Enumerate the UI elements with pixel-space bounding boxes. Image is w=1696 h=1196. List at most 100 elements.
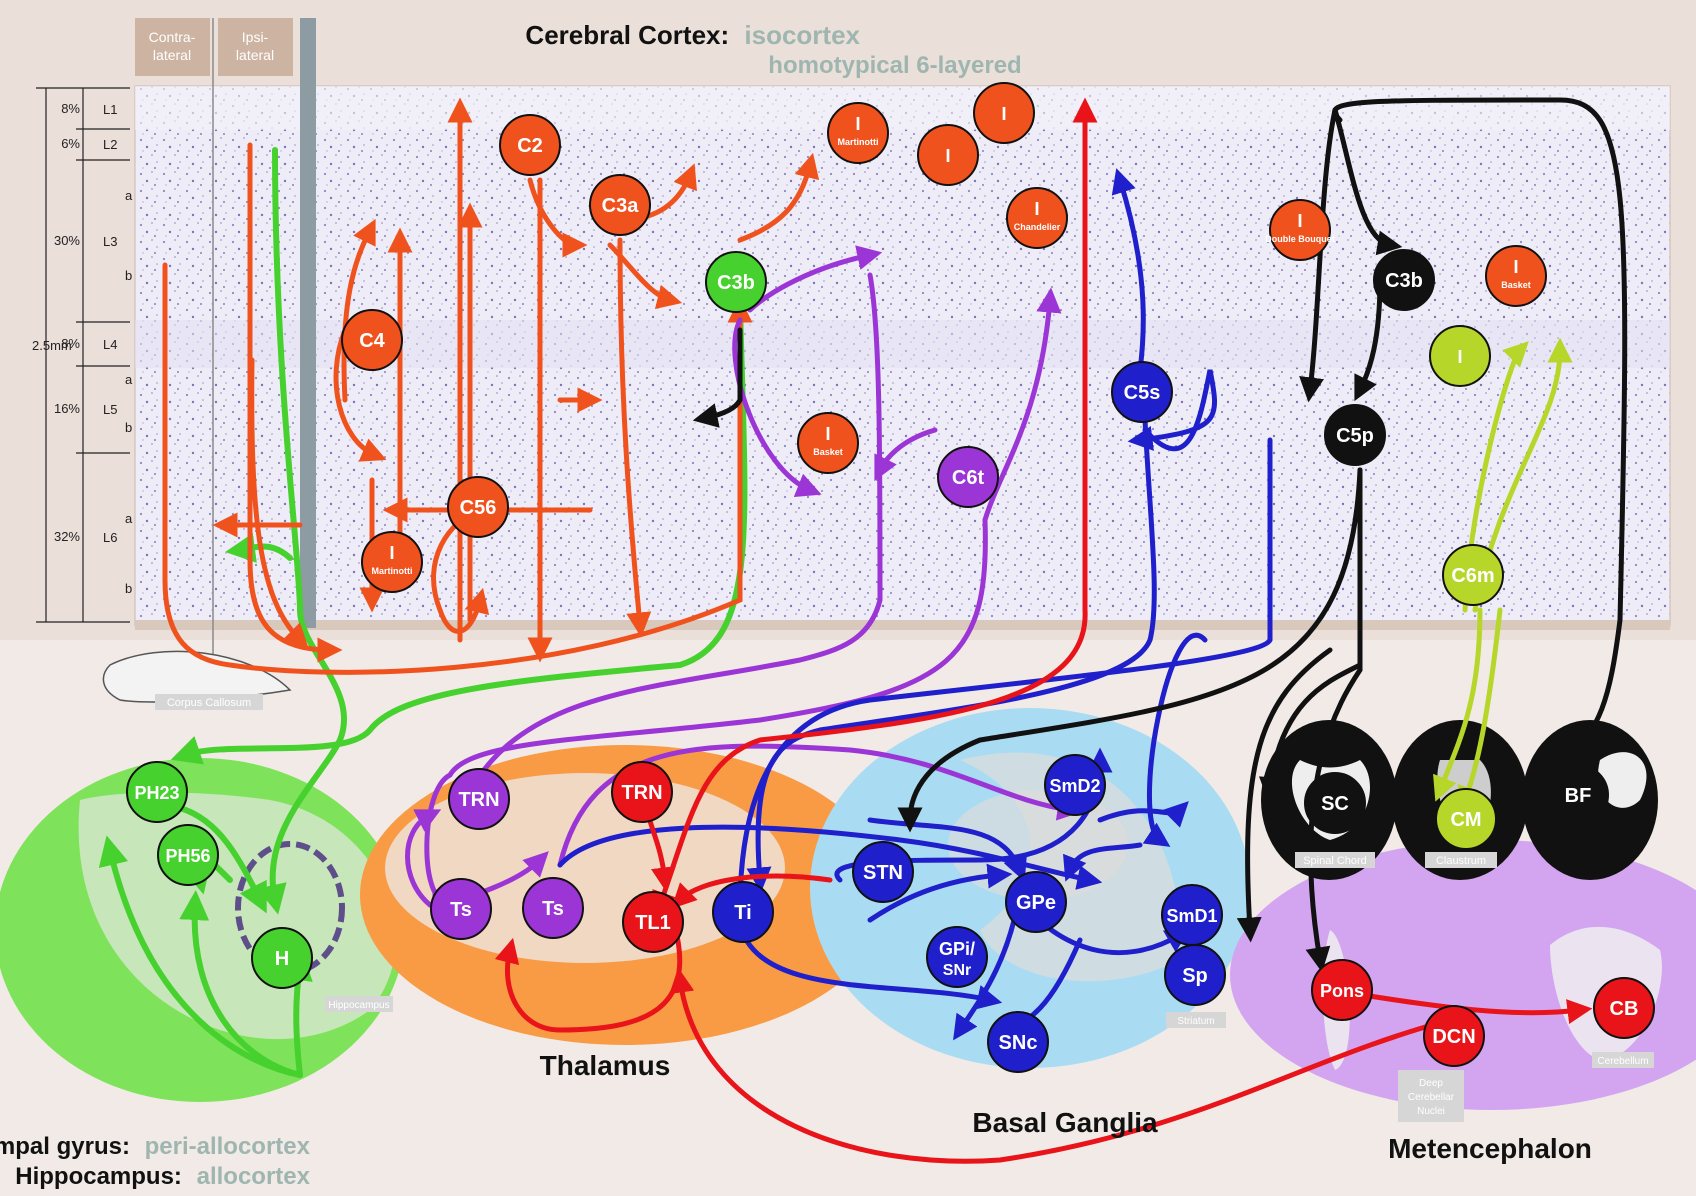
node-label: Ti xyxy=(734,902,751,924)
node-label: STN xyxy=(863,862,903,884)
contralateral-label-1: Contra- xyxy=(149,29,196,45)
node-smd1: SmD1 xyxy=(1161,884,1223,946)
node-circle xyxy=(917,124,979,186)
node-circle xyxy=(126,761,188,823)
corpus-callosum-caption: Corpus Callosum xyxy=(167,697,251,709)
node-label: PH56 xyxy=(165,846,210,866)
node-c4: C4 xyxy=(341,309,403,371)
node-i-l1-b: I xyxy=(917,124,979,186)
layer-percent: 30% xyxy=(54,233,80,248)
node-label: C2 xyxy=(517,135,543,157)
node-label: C3b xyxy=(717,272,755,294)
node-label: I xyxy=(1001,104,1006,124)
layer-sublayer: a xyxy=(125,188,133,203)
red-pathway-5 xyxy=(494,907,683,1033)
node-label: C4 xyxy=(359,330,385,352)
blue-pathway-13 xyxy=(557,824,1103,890)
node-circle xyxy=(987,1011,1049,1073)
node-circle xyxy=(1547,764,1609,826)
node-ts-1: Ts xyxy=(430,878,492,940)
cortex-barrier xyxy=(300,18,316,628)
node-c5p: C5p xyxy=(1324,404,1386,466)
node-circle xyxy=(611,761,673,823)
red-pathways xyxy=(494,97,1593,1164)
node-circle xyxy=(1006,187,1068,249)
node-circle xyxy=(797,412,859,474)
node-circle xyxy=(973,82,1035,144)
purple-pathway-9 xyxy=(557,743,1083,868)
node-i-l1-a: I xyxy=(973,82,1035,144)
lime-pathway-1 xyxy=(1433,607,1483,802)
node-label: C6m xyxy=(1451,565,1494,587)
node-sublabel: Double Bouquet xyxy=(1265,234,1335,244)
blue-pathway-5 xyxy=(1142,633,1208,847)
node-i-basket-right: I Basket xyxy=(1485,245,1547,307)
corpus-callosum-tag xyxy=(155,694,263,710)
node-label: I xyxy=(1513,257,1518,277)
orange-pathway-14 xyxy=(341,218,376,403)
layer-1-band xyxy=(135,86,1670,130)
node-label: TRN xyxy=(621,782,662,804)
node-circle xyxy=(926,926,988,988)
node-circle xyxy=(1485,245,1547,307)
node-label: C3a xyxy=(602,195,640,217)
node-h: H xyxy=(251,927,313,989)
node-sublabel: Basket xyxy=(1501,280,1531,290)
node-label: H xyxy=(275,948,289,970)
orange-pathway-13 xyxy=(333,327,387,462)
node-circle xyxy=(1593,977,1655,1039)
black-pathway-4 xyxy=(1332,107,1403,256)
black-pathway-1 xyxy=(692,327,743,428)
node-circle xyxy=(1005,871,1067,933)
node-label: SmD1 xyxy=(1166,906,1217,926)
node-circle xyxy=(852,841,914,903)
cortex-title: Cerebral Cortex: isocortex xyxy=(525,20,860,50)
node-label: DCN xyxy=(1432,1026,1475,1048)
striatum-tag xyxy=(1166,1012,1226,1028)
green-pathway-8 xyxy=(177,805,267,914)
spinal-chord-tag xyxy=(1295,852,1375,868)
ipsilateral-label-2: lateral xyxy=(236,47,274,63)
node-label: Sp xyxy=(1182,965,1208,987)
node-circle xyxy=(447,476,509,538)
node-circle xyxy=(157,824,219,886)
hippocampus-label: Hippocampus: allocortex xyxy=(15,1163,310,1190)
node-label: Ts xyxy=(542,898,564,920)
node-ti: Ti xyxy=(712,881,774,943)
node-circle xyxy=(589,174,651,236)
node-bf: BF xyxy=(1547,764,1609,826)
layer-sublayer: a xyxy=(125,511,133,526)
cerebellum-tag xyxy=(1592,1052,1654,1068)
layer-percent: 32% xyxy=(54,529,80,544)
purple-pathways xyxy=(405,245,1083,913)
purple-pathway-7 xyxy=(405,809,442,908)
node-label: SmD2 xyxy=(1049,776,1100,796)
contralateral-label-2: lateral xyxy=(153,47,191,63)
node-tl1: TL1 xyxy=(622,891,684,953)
node-label: C5s xyxy=(1124,382,1161,404)
node-label: TRN xyxy=(458,789,499,811)
black-pathway-6 xyxy=(1258,467,1363,803)
metencephalon-label: Metencephalon xyxy=(1388,1133,1592,1164)
layer-sublayer: b xyxy=(125,420,132,435)
blue-pathway-7 xyxy=(867,817,1027,882)
node-c3b-green: C3b xyxy=(705,251,767,313)
deep-cerebellar-caption-3: Nuclei xyxy=(1417,1106,1445,1117)
deep-cerebellar-caption-2: Cerebellar xyxy=(1408,1092,1455,1103)
node-label: BF xyxy=(1565,785,1592,807)
black-pathway-7 xyxy=(1305,467,1363,973)
layer-sublayer: b xyxy=(125,268,132,283)
node-sublabel: Chandelier xyxy=(1014,222,1061,232)
node-label: Pons xyxy=(1320,981,1364,1001)
node-sublabel: Martinotti xyxy=(838,137,879,147)
node-circle xyxy=(712,881,774,943)
node-circle xyxy=(1442,544,1504,606)
layer-percent: 8% xyxy=(61,336,80,351)
claustrum-caption: Claustrum xyxy=(1436,855,1486,867)
node-circle xyxy=(1311,959,1373,1021)
node-label: CB xyxy=(1610,998,1639,1020)
node-circle xyxy=(937,446,999,508)
node-circle xyxy=(1164,944,1226,1006)
